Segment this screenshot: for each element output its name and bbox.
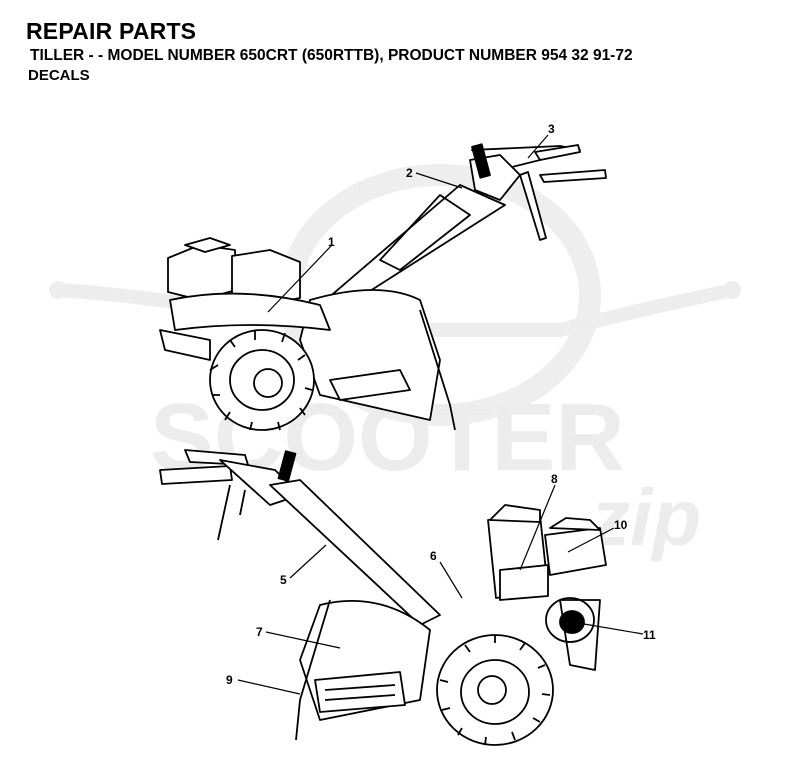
callout-6: 6	[430, 549, 437, 563]
callout-11: 11	[643, 628, 656, 642]
callout-labels: 1 2 3 5 6 7 8 9 10 11	[226, 122, 656, 687]
section-label: DECALS	[28, 67, 90, 84]
tiller-upper-illustration	[159, 143, 607, 431]
callout-2: 2	[406, 166, 413, 180]
page-title: REPAIR PARTS	[26, 18, 197, 44]
callout-10: 10	[614, 518, 628, 532]
watermark-script: zip	[589, 473, 701, 562]
callout-5: 5	[280, 573, 287, 587]
callout-7: 7	[256, 625, 263, 639]
callout-1: 1	[328, 235, 335, 249]
tiller-lower-illustration	[159, 449, 607, 746]
callout-leaders	[237, 134, 644, 695]
callout-8: 8	[551, 472, 558, 486]
model-subtitle: TILLER - - MODEL NUMBER 650CRT (650RTTB)…	[30, 47, 633, 64]
callout-3: 3	[548, 122, 555, 136]
callout-9: 9	[226, 673, 233, 687]
